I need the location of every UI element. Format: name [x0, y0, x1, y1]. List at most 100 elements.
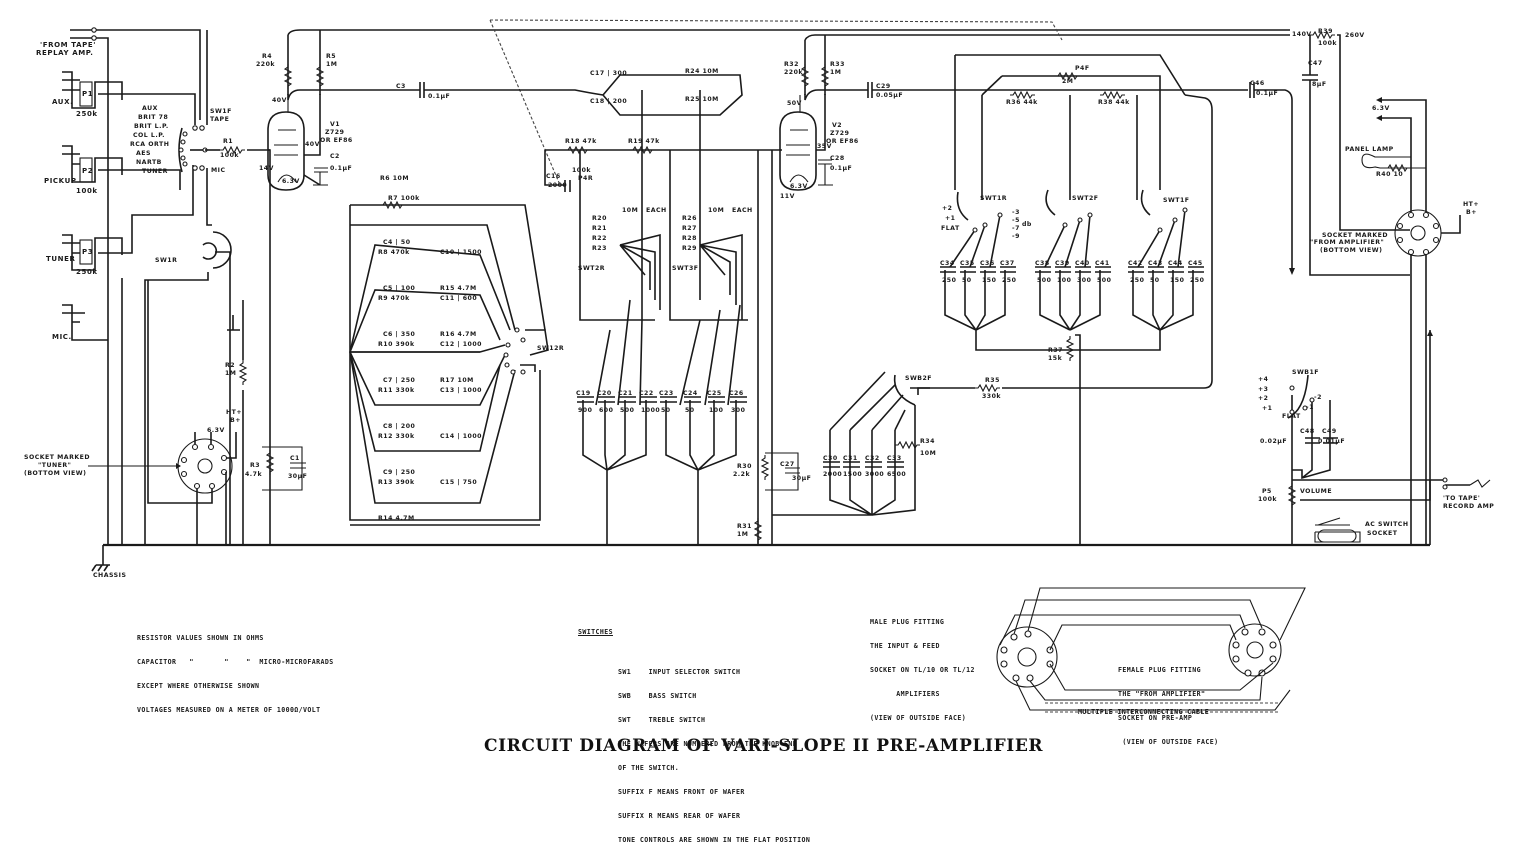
treble-cap-value: 150 — [1170, 277, 1185, 284]
r39-label: R39 — [1318, 28, 1333, 35]
swt3f-label: SWT3F — [672, 265, 699, 272]
filter-cap-value: 500 — [620, 407, 635, 414]
treble-cap-label: C42 — [1128, 260, 1143, 267]
r31-label: R31 — [737, 523, 752, 530]
eq-cap-label: C5 | 100 — [383, 285, 416, 293]
sw12r-label: SW12R — [537, 345, 564, 352]
p1-value: 250k — [76, 110, 98, 118]
value-notes: RESISTOR VALUES SHOWN IN OHMS CAPACITOR … — [137, 618, 334, 722]
treble-cap-label: C34 — [940, 260, 955, 267]
r5-value: 1M — [326, 61, 337, 68]
p5-label: P5 — [1262, 488, 1272, 495]
v2-cathode-volts: 11V — [780, 193, 795, 200]
diagram-title: CIRCUIT DIAGRAM OF VARI-SLOPE II PRE-AMP… — [484, 736, 1044, 756]
amp-ht-label: HT+ — [1463, 201, 1479, 208]
p2-label: P2 — [82, 167, 93, 175]
p5-value: 100k — [1258, 496, 1277, 503]
tuner-socket-b: B+ — [230, 417, 241, 424]
swt2f-label: SWT2F — [1072, 195, 1099, 202]
c16-label: C16 — [546, 173, 561, 180]
bass-cap-label: C32 — [865, 455, 880, 462]
aux-label: AUX. — [52, 98, 73, 106]
sel-nartb: NARTB — [136, 159, 162, 166]
filter-cap-label: C24 — [683, 390, 698, 397]
sel-aes: AES — [136, 150, 151, 157]
r4-value: 220k — [256, 61, 275, 68]
to-tape-label: 'TO TAPE' — [1443, 495, 1480, 502]
pickup-label: PICKUP — [44, 177, 77, 185]
sel-rcaorth: RCA ORTH — [130, 141, 169, 148]
note-line: SUFFIX F MEANS FRONT OF WAFER — [618, 788, 745, 796]
treble-cap-value: 500 — [1097, 277, 1112, 284]
p4f-label: P4F — [1075, 65, 1090, 72]
treble-cap-value: 500 — [1037, 277, 1052, 284]
v1-label: V1 — [330, 121, 340, 128]
tuner-socket — [88, 280, 237, 545]
filter-section — [544, 90, 800, 545]
filter-cap-label: C20 — [597, 390, 612, 397]
filter-cap-value: 600 — [599, 407, 614, 414]
treble-section — [910, 54, 1213, 545]
eq-network — [349, 201, 549, 526]
filter-cap-label: C19 — [576, 390, 591, 397]
c29-value: 0.05µF — [876, 92, 903, 99]
c46-label: C46 — [1250, 80, 1265, 87]
valve-v2 — [760, 63, 1248, 191]
filter-cap-label: C23 — [659, 390, 674, 397]
bass-cap-value: 1500 — [843, 471, 862, 478]
treble-cap-value: 300 — [1077, 277, 1092, 284]
bass-position: FLAT — [1282, 413, 1301, 420]
labels: 'FROM TAPE' REPLAY AMP. AUX. P1 250k PIC… — [24, 41, 564, 579]
eq-cap-label: C6 | 350 — [383, 331, 416, 339]
treble-cap-value: 50 — [962, 277, 972, 284]
bank-a-resistor: R22 — [592, 235, 607, 242]
sel-aux: AUX — [142, 105, 158, 112]
v1-anode-volts: 40V — [272, 97, 287, 104]
p1-label: P1 — [82, 90, 93, 98]
bank-b-resistor: R29 — [682, 245, 697, 252]
bass-position: +3 — [1258, 386, 1269, 393]
male-plug-note: MALE PLUG FITTING THE INPUT & FEED SOCKE… — [870, 602, 975, 730]
c18-label: C18 | 200 — [590, 98, 627, 106]
p3-label: P3 — [82, 248, 93, 256]
circuit-diagram: 'FROM TAPE' REPLAY AMP. AUX. P1 250k PIC… — [24, 19, 1494, 713]
sel-tuner: TUNER — [142, 168, 168, 175]
tuner-socket-label-1: SOCKET MARKED — [24, 454, 90, 461]
filter-cap-label: C21 — [618, 390, 633, 397]
c17-label: C17 | 300 — [590, 70, 627, 78]
v1-screen-volts: 40V — [305, 141, 320, 148]
switches-heading: SWITCHES — [578, 628, 613, 636]
filter-cap-label: C25 — [707, 390, 722, 397]
bank-a-resistor: R23 — [592, 245, 607, 252]
note-line: OF THE SWITCH. — [618, 764, 680, 772]
bass-cap-label: C31 — [843, 455, 858, 462]
v1-heater-volts: 6.3V — [282, 178, 300, 185]
note-line: SWB BASS SWITCH — [618, 692, 697, 700]
note-line: SWT TREBLE SWITCH — [618, 716, 706, 724]
r2-label: R2 — [225, 362, 235, 369]
r35-value: 330k — [982, 393, 1001, 400]
treble-cap-label: C39 — [1055, 260, 1070, 267]
r25-label: R25 10M — [685, 96, 719, 103]
swb2f-label: SWB2F — [905, 375, 932, 382]
note-line: VOLTAGES MEASURED ON A METER OF 1000Ω/VO… — [137, 706, 321, 714]
sel-brit78: BRIT 78 — [138, 114, 168, 121]
sel-britlp: BRIT L.P. — [134, 123, 169, 130]
amp-socket-label-3: (BOTTOM VIEW) — [1320, 247, 1382, 254]
tuner-socket-heater: 6.3V — [207, 427, 225, 434]
r4-label: R4 — [262, 53, 272, 60]
eq-cap-label: C7 | 250 — [383, 377, 416, 385]
r1-label: R1 — [223, 138, 233, 145]
bass-cap-value: 2000 — [823, 471, 842, 478]
note-line: AMPLIFIERS — [870, 690, 940, 698]
treble-cap-value: 250 — [1130, 277, 1145, 284]
note-line: EXCEPT WHERE OTHERWISE SHOWN — [137, 682, 260, 690]
treble-cap-label: C36 — [980, 260, 995, 267]
treble-cap-value: 250 — [1002, 277, 1017, 284]
eq-cap2-label: C15 | 750 — [440, 479, 477, 487]
eq-resistor-label: R10 390k — [378, 341, 415, 348]
r34-label: R34 — [920, 438, 935, 445]
note-line: THE WAFERS ARE NUMBERED FROM THE KNOB EN… — [618, 740, 798, 748]
note-line: (VIEW OF OUTSIDE FACE) — [870, 714, 967, 722]
